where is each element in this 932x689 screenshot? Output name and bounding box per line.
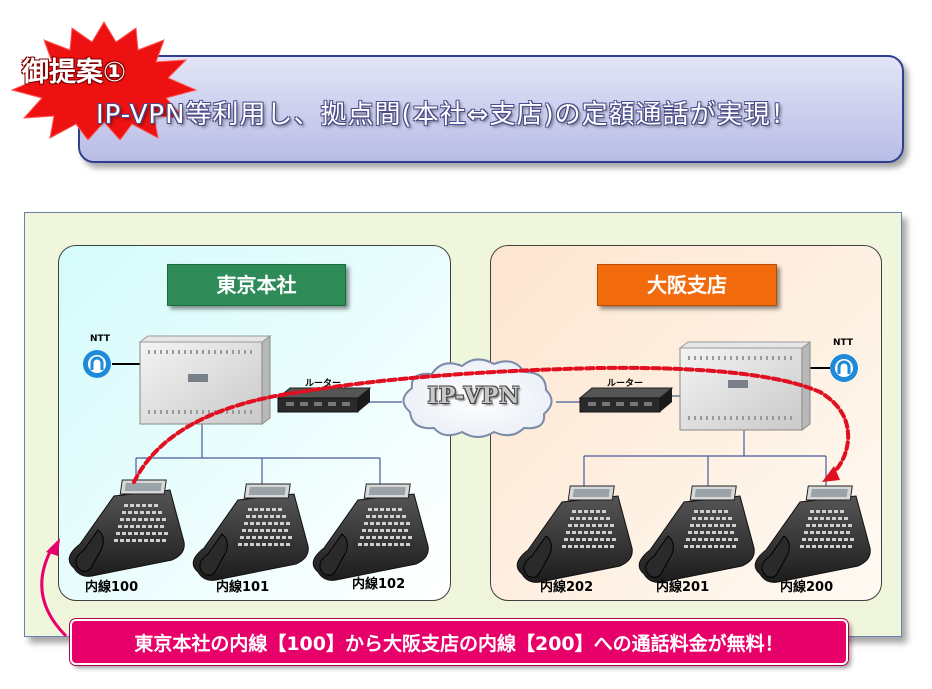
- tokyo-pbx-icon: [139, 335, 271, 425]
- extension-201-label: 内線201: [656, 580, 710, 595]
- osaka-router-icon: [579, 387, 673, 413]
- call-path-arrow: [132, 365, 851, 484]
- tokyo-site-label: 東京本社: [167, 264, 346, 306]
- osaka-site-label: 大阪支店: [597, 264, 777, 306]
- vpn-label: IP-VPN: [427, 383, 521, 409]
- pointer-arrowhead-icon: [46, 538, 60, 556]
- osaka-router-label: ルーター: [607, 379, 644, 389]
- extension-200-label: 内線200: [780, 580, 834, 595]
- title-banner: [78, 55, 904, 163]
- phone-101-icon: [192, 483, 309, 581]
- page-title: IP-VPN等利用し、拠点間(本社⇔支店)の定額通話が実現！: [96, 100, 798, 130]
- osaka-ntt-label: NTT: [833, 338, 854, 348]
- phone-202-icon: [516, 485, 633, 583]
- phone-102-icon: [312, 483, 429, 581]
- phone-201-icon: [638, 485, 755, 583]
- call-arrowhead-icon: [822, 466, 840, 482]
- extension-102-label: 内線102: [352, 577, 406, 592]
- phone-100-icon: [68, 479, 185, 577]
- tokyo-router-label: ルーター: [305, 379, 342, 389]
- footer-pointer-arrow: [40, 547, 68, 638]
- extension-101-label: 内線101: [216, 580, 270, 595]
- osaka-pbx-icon: [679, 341, 811, 431]
- extension-100-label: 内線100: [85, 580, 139, 595]
- tokyo-ntt-label: NTT: [90, 334, 111, 344]
- tokyo-ntt-icon: [81, 348, 113, 380]
- extension-202-label: 内線202: [540, 580, 594, 595]
- proposal-badge: 御提案①: [22, 57, 126, 88]
- vpn-cloud-icon: [402, 358, 553, 438]
- osaka-ntt-icon: [828, 352, 860, 384]
- footer-message: 東京本社の内線【100】から大阪支店の内線【200】への通話料金が無料！: [70, 619, 848, 665]
- starburst-badge-icon: [10, 21, 198, 140]
- phone-200-icon: [754, 485, 871, 583]
